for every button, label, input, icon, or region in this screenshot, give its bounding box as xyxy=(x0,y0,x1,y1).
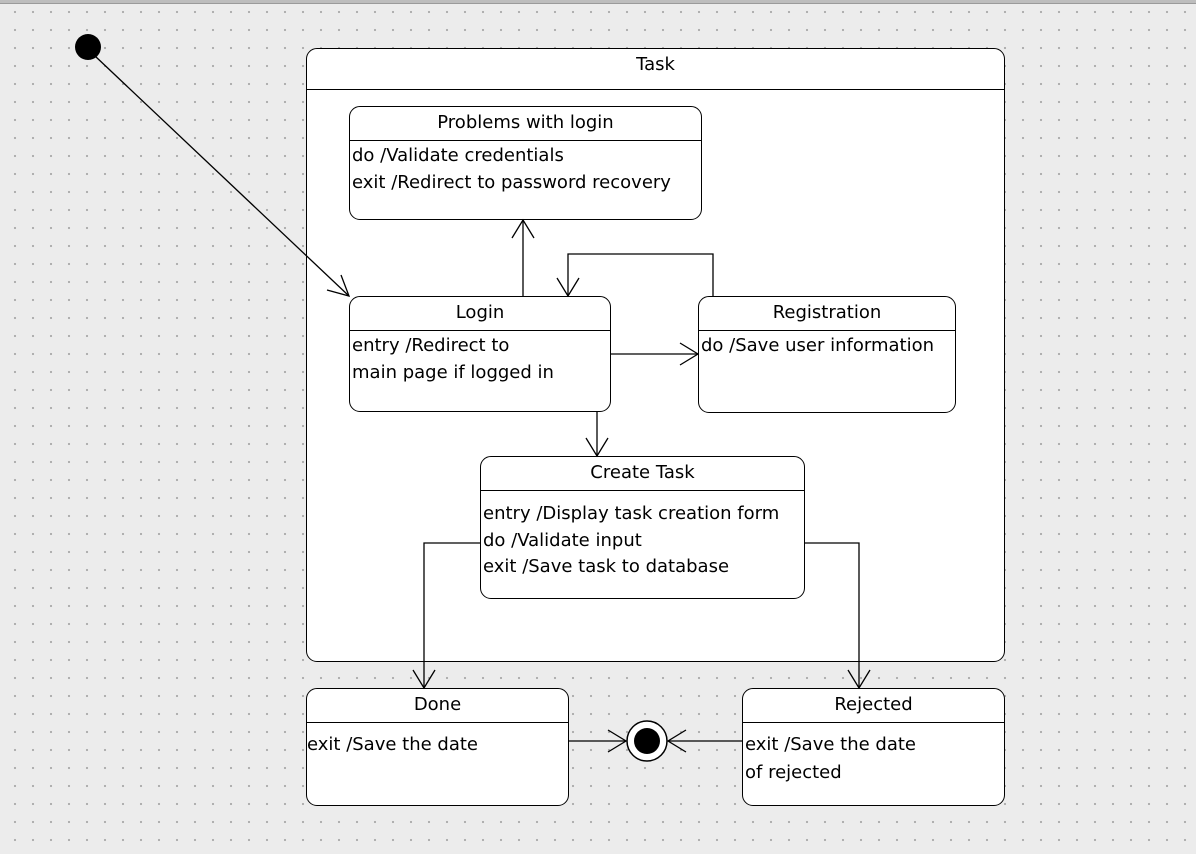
state-title: Login xyxy=(455,302,505,323)
state-activities: exit /Save the date of rejected xyxy=(745,731,916,787)
state-activities: exit /Save the date xyxy=(307,731,478,758)
arrowhead-create-task-to-rejected xyxy=(847,669,871,690)
transition-registration-to-login[interactable] xyxy=(567,253,714,296)
activity-exit: exit /Save the date xyxy=(307,734,479,755)
transition-initial-to-login[interactable] xyxy=(94,55,350,297)
state-rejected[interactable]: Rejected exit /Save the date of rejected xyxy=(742,688,1005,806)
state-title: Task xyxy=(636,54,675,75)
transition-create-task-to-rejected[interactable] xyxy=(805,542,860,688)
compartment-divider xyxy=(307,89,1004,90)
arrowhead-initial-to-login xyxy=(326,274,351,297)
activity-entry: entry /Redirect to xyxy=(352,335,510,356)
state-title: Registration xyxy=(772,302,882,323)
state-title: Create Task xyxy=(590,462,695,483)
activity-exit: exit /Save task to database xyxy=(483,556,730,577)
activity-exit-continued: of rejected xyxy=(745,762,842,783)
arrowhead-rejected-to-final xyxy=(666,729,687,753)
arrowhead-create-task-to-done xyxy=(412,669,436,690)
transition-create-task-to-done[interactable] xyxy=(423,542,480,688)
arrowhead-login-to-create-task xyxy=(585,437,609,458)
state-create-task[interactable]: Create Task entry /Display task creation… xyxy=(480,456,805,599)
compartment-divider xyxy=(350,330,610,331)
activity-exit: exit /Redirect to password recovery xyxy=(352,172,671,193)
state-title: Problems with login xyxy=(437,112,614,133)
state-title: Rejected xyxy=(834,694,913,715)
initial-node[interactable] xyxy=(75,34,101,60)
arrowhead-done-to-final xyxy=(607,729,628,753)
compartment-divider xyxy=(350,140,701,141)
state-activities: entry /Redirect to main page if logged i… xyxy=(352,332,554,386)
activity-do: do /Save user information xyxy=(701,335,934,356)
state-activities: do /Save user information xyxy=(701,332,934,359)
window-top-border xyxy=(0,0,1196,4)
compartment-divider xyxy=(743,722,1004,723)
compartment-divider xyxy=(699,330,955,331)
final-node[interactable] xyxy=(626,720,668,762)
compartment-divider xyxy=(307,722,568,723)
state-registration[interactable]: Registration do /Save user information xyxy=(698,296,956,413)
state-done[interactable]: Done exit /Save the date xyxy=(306,688,569,806)
arrowhead-login-to-registration xyxy=(679,342,700,366)
activity-entry: entry /Display task creation form xyxy=(483,503,780,524)
compartment-divider xyxy=(481,490,804,491)
state-login[interactable]: Login entry /Redirect to main page if lo… xyxy=(349,296,611,412)
state-activities: do /Validate credentials exit /Redirect … xyxy=(352,142,671,196)
arrowhead-login-to-problems xyxy=(511,218,535,239)
state-activities: entry /Display task creation form do /Va… xyxy=(483,501,779,581)
arrowhead-registration-to-login xyxy=(556,277,580,298)
activity-do: do /Validate input xyxy=(483,529,642,551)
activity-entry-continued: main page if logged in xyxy=(352,362,554,383)
activity-exit: exit /Save the date xyxy=(745,734,917,755)
activity-do: do /Validate credentials xyxy=(352,145,564,166)
state-problems-with-login[interactable]: Problems with login do /Validate credent… xyxy=(349,106,702,220)
state-title: Done xyxy=(413,694,462,715)
